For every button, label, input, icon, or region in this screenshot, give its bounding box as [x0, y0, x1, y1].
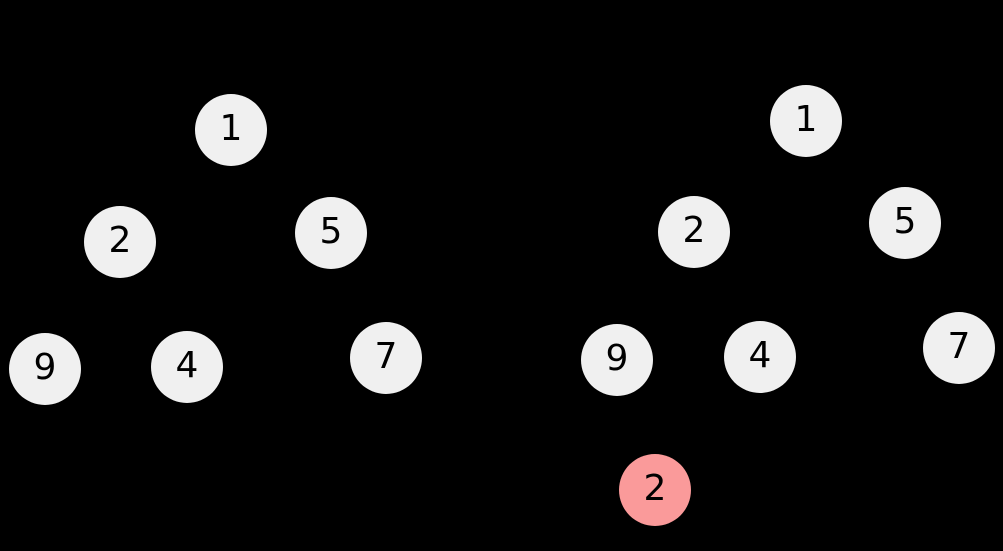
- tree-node[interactable]: 4: [724, 321, 796, 393]
- tree-node[interactable]: 7: [923, 312, 995, 384]
- tree-node-label: 7: [947, 326, 971, 367]
- tree-node-highlighted[interactable]: 2: [619, 454, 691, 526]
- tree-node[interactable]: 9: [581, 324, 653, 396]
- tree-node[interactable]: 2: [84, 206, 156, 278]
- tree-node-label: 4: [175, 345, 199, 386]
- tree-node[interactable]: 1: [195, 94, 267, 166]
- tree-node-label: 1: [219, 108, 243, 149]
- tree-node[interactable]: 9: [9, 333, 81, 405]
- tree-node-label: 5: [319, 211, 343, 252]
- tree-node-label: 2: [643, 468, 667, 509]
- tree-node[interactable]: 7: [350, 322, 422, 394]
- tree-node[interactable]: 4: [151, 331, 223, 403]
- tree-node-label: 9: [33, 347, 57, 388]
- tree-node-label: 7: [374, 336, 398, 377]
- tree-node-label: 2: [108, 220, 132, 261]
- tree-node[interactable]: 5: [295, 197, 367, 269]
- tree-node-label: 2: [682, 210, 706, 251]
- tree-node[interactable]: 2: [658, 196, 730, 268]
- tree-node-label: 5: [893, 201, 917, 242]
- tree-node-label: 1: [794, 99, 818, 140]
- tree-node-label: 9: [605, 338, 629, 379]
- tree-node[interactable]: 1: [770, 85, 842, 157]
- tree-node-label: 4: [748, 335, 772, 376]
- tree-node[interactable]: 5: [869, 187, 941, 259]
